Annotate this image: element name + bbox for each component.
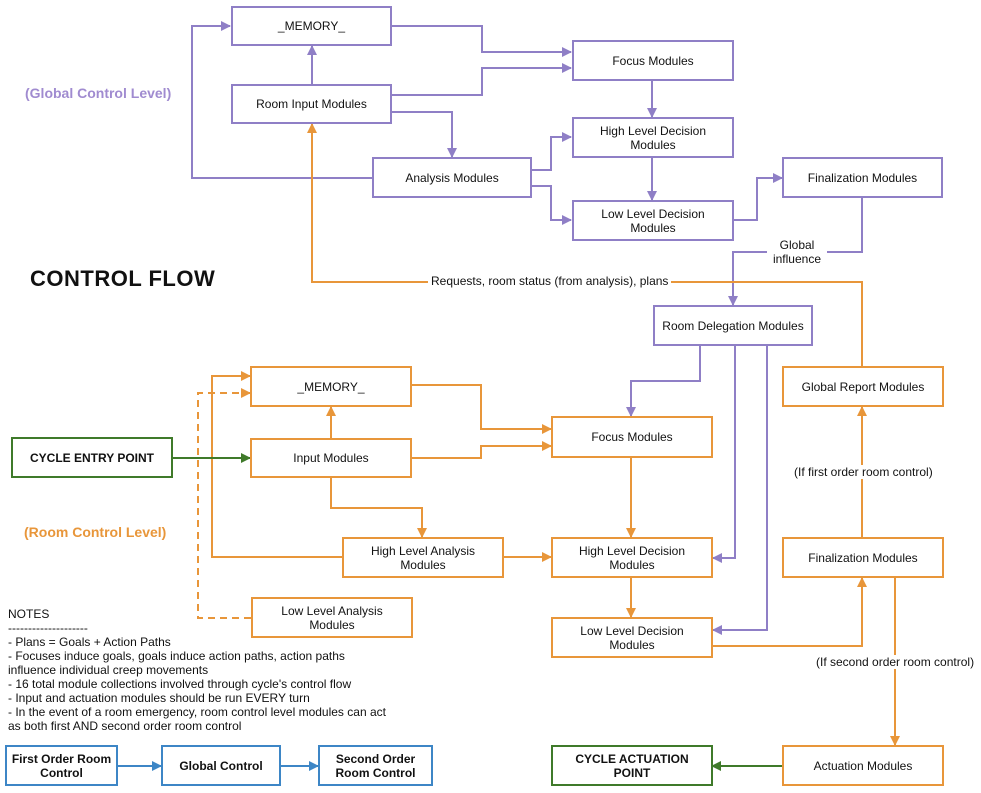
first-order-label: (If first order room control)	[792, 465, 935, 479]
edge-memory-to-focus	[391, 25, 572, 57]
legend-second-order-box: Second Order Room Control	[318, 745, 433, 786]
edge-low-analysis-to-memory	[197, 388, 251, 619]
room-memory-box[interactable]: _MEMORY_	[250, 366, 412, 407]
room-finalization-box[interactable]: Finalization Modules	[782, 537, 944, 578]
analysis-modules-box[interactable]: Analysis Modules	[372, 157, 532, 198]
global-focus-modules-box[interactable]: Focus Modules	[572, 40, 734, 81]
note-item: - Plans = Goals + Action Paths	[8, 635, 171, 649]
notes-divider: --------------------	[8, 621, 88, 635]
input-modules-box[interactable]: Input Modules	[250, 438, 412, 478]
room-level-label: (Room Control Level)	[24, 524, 167, 540]
notes-heading: NOTES	[8, 607, 50, 621]
second-order-label: (If second order room control)	[814, 655, 977, 669]
edge-low-decision-to-finalization-room	[713, 577, 867, 647]
high-analysis-modules-box[interactable]: High Level Analysis Modules	[342, 537, 504, 578]
cycle-entry-point-box[interactable]: CYCLE ENTRY POINT	[11, 437, 173, 478]
edge-delegation-to-room-high-decision	[712, 346, 736, 563]
global-low-decision-box[interactable]: Low Level Decision Modules	[572, 200, 734, 241]
edge-room-input-to-focus	[391, 63, 572, 96]
global-finalization-box[interactable]: Finalization Modules	[782, 157, 943, 198]
legend-global-control-box: Global Control	[161, 745, 281, 786]
room-input-modules-box[interactable]: Room Input Modules	[231, 84, 392, 124]
edge-analysis-to-low-decision	[531, 185, 572, 225]
edge-low-decision-to-finalization	[733, 173, 783, 221]
edge-analysis-to-high-decision	[531, 132, 572, 171]
notes-section: NOTES -------------------- - Plans = Goa…	[8, 607, 388, 733]
actuation-modules-box[interactable]: Actuation Modules	[782, 745, 944, 786]
edge-analysis-to-memory	[191, 21, 372, 179]
edge-room-input-to-analysis	[391, 111, 457, 158]
global-influence-label: Global influence	[767, 238, 827, 266]
cycle-actuation-point-box[interactable]: CYCLE ACTUATION POINT	[551, 745, 713, 786]
room-delegation-modules-box[interactable]: Room Delegation Modules	[653, 305, 813, 346]
edge-high-analysis-to-memory	[211, 371, 343, 558]
edge-delegation-to-room-focus	[626, 346, 701, 417]
note-item: - Focuses induce goals, goals induce act…	[8, 649, 349, 677]
global-memory-box[interactable]: _MEMORY_	[231, 6, 392, 46]
room-high-decision-box[interactable]: High Level Decision Modules	[551, 537, 713, 578]
page-title: CONTROL FLOW	[30, 266, 216, 291]
global-high-decision-box[interactable]: High Level Decision Modules	[572, 117, 734, 158]
legend-first-order-box: First Order Room Control	[5, 745, 118, 786]
note-item: - 16 total module collections involved t…	[8, 677, 352, 691]
global-report-modules-box[interactable]: Global Report Modules	[782, 366, 944, 407]
note-item: - Input and actuation modules should be …	[8, 691, 310, 705]
room-low-decision-box[interactable]: Low Level Decision Modules	[551, 617, 713, 658]
room-focus-modules-box[interactable]: Focus Modules	[551, 416, 713, 458]
edge-delegation-to-room-low-decision	[712, 346, 768, 635]
edge-input-to-room-focus	[411, 441, 552, 459]
edge-input-to-high-analysis	[330, 477, 427, 538]
edge-memory-to-room-focus	[411, 384, 552, 434]
global-level-label: (Global Control Level)	[25, 85, 172, 101]
note-item: - In the event of a room emergency, room…	[8, 705, 390, 733]
low-analysis-modules-box[interactable]: Low Level Analysis Modules	[251, 597, 413, 638]
requests-label: Requests, room status (from analysis), p…	[428, 274, 672, 288]
